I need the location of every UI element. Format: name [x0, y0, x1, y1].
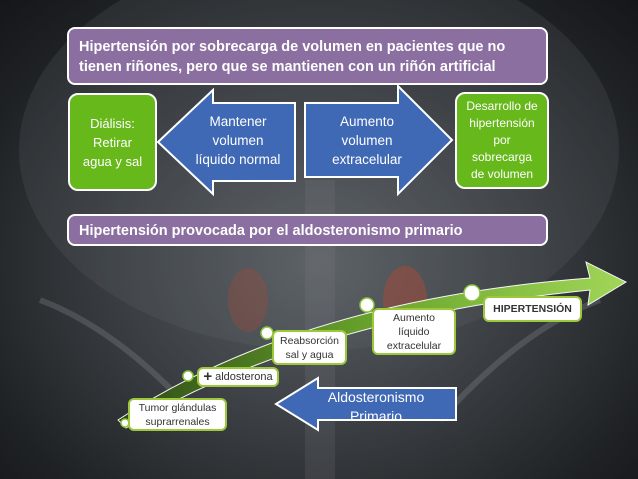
title-banner-volume: Hipertensión por sobrecarga de volumen e… — [67, 27, 548, 85]
adrenal-tumor-box: Tumor glándulas suprarrenales — [128, 398, 227, 431]
hypertension-development-text: Desarrollo de hipertensión por sobrecarg… — [466, 99, 538, 181]
dialysis-box: Diálisis: Retirar agua y sal — [68, 93, 157, 191]
dialysis-text: Diálisis: Retirar agua y sal — [82, 115, 143, 169]
title-banner-aldosteronism-text: Hipertensión provocada por el aldosteron… — [79, 223, 463, 239]
timeline-node-5 — [463, 284, 481, 302]
title-banner-aldosteronism: Hipertensión provocada por el aldosteron… — [67, 214, 548, 246]
maintain-volume-label: Mantener volumen líquido normal — [195, 114, 281, 167]
primary-aldosteronism-label: Aldosteronismo Primario — [327, 389, 425, 424]
aldosterone-box: + aldosterona — [197, 367, 279, 387]
hypertension-development-box: Desarrollo de hipertensión por sobrecarg… — [455, 92, 549, 189]
extracellular-increase-box: Aumento líquido extracelular — [372, 308, 456, 355]
increase-volume-label: Aumento volumen extracelular — [332, 114, 402, 167]
timeline-node-2 — [182, 370, 194, 382]
hypertension-box: HIPERTENSIÓN — [483, 296, 582, 322]
title-banner-volume-text: Hipertensión por sobrecarga de volumen e… — [79, 39, 506, 75]
reabsorption-box: Reabsorción sal y agua — [272, 330, 347, 365]
plus-icon: + — [203, 368, 213, 385]
aldosterone-text: aldosterona — [215, 371, 273, 383]
